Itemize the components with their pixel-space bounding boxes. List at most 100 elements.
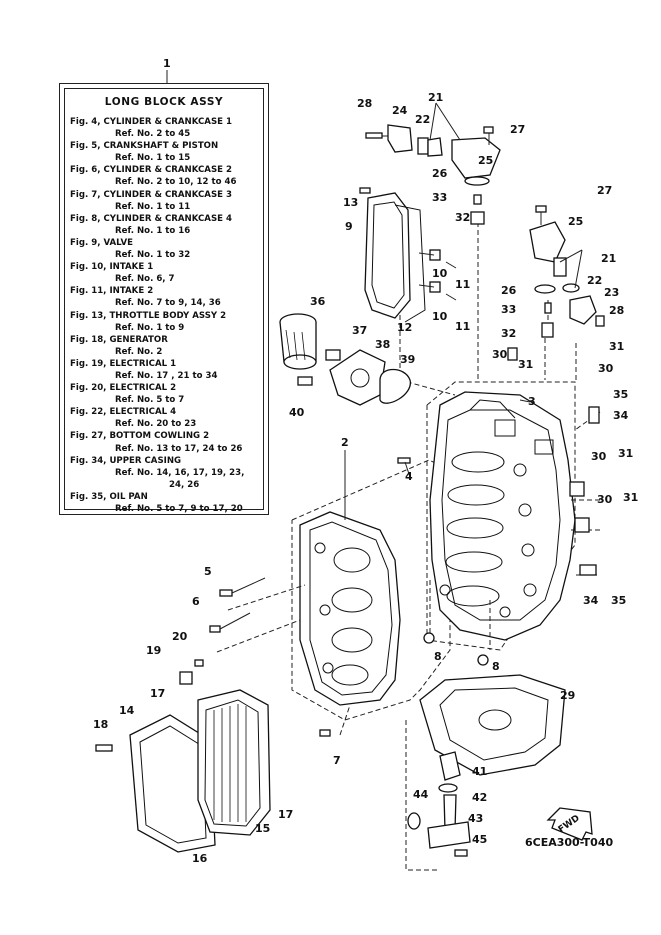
callout-number: 17 [150, 687, 165, 700]
callout-number: 20 [172, 630, 188, 643]
callout-number: 34 [583, 594, 599, 607]
callout-number: 8 [434, 650, 442, 663]
legend-fig: Fig. 10, INTAKE 1 [70, 262, 154, 273]
callout-number: 16 [192, 852, 208, 865]
callout-number: 32 [501, 327, 516, 340]
callout-number: 24 [392, 104, 408, 117]
callout-number: 27 [510, 123, 525, 136]
legend-ref: Ref. No. 1 to 16 [115, 225, 191, 236]
callout-number: 17 [278, 808, 293, 821]
callout-number: 34 [613, 409, 629, 422]
water-jacket-cover [95, 659, 271, 853]
legend-ref: Ref. No. 1 to 32 [115, 250, 191, 261]
callout-number: 6 [192, 595, 200, 608]
callout-number: 25 [568, 215, 583, 228]
callout-number: 45 [472, 833, 487, 846]
callout-number: 35 [613, 388, 628, 401]
legend-ref: Ref. No. 2 [115, 346, 163, 357]
callout-number: 10 [432, 267, 448, 280]
legend-ref: Ref. No. 20 to 23 [115, 419, 197, 430]
callout-number: 31 [518, 358, 533, 371]
callout-number: 26 [501, 284, 517, 297]
callout-number: 26 [432, 167, 448, 180]
callout-number: 25 [478, 154, 493, 167]
legend-entry: Fig. 35, OIL PAN Ref. No. 5 to 7, 9 to 17… [70, 491, 260, 515]
crankcase-body [429, 391, 576, 641]
intake-cover [359, 187, 457, 323]
legend-inner-frame: LONG BLOCK ASSY Fig. 4, CYLINDER & CRANK… [64, 88, 264, 514]
callout-number: 14 [119, 704, 135, 717]
callout-number: 29 [560, 689, 575, 702]
callout-number: 37 [352, 324, 367, 337]
callout-number: 21 [601, 252, 616, 265]
callout-number: 11 [455, 278, 470, 291]
callout-number: 18 [93, 718, 108, 731]
drawing-code: 6CEA300-T040 [525, 836, 613, 849]
legend-ref: Ref. No. 5 to 7 [115, 395, 185, 406]
callout-number: 11 [455, 320, 470, 333]
callout-number: 42 [472, 791, 487, 804]
callout-number: 31 [623, 491, 638, 504]
callout-number: 28 [357, 97, 372, 110]
crankcase-frame [426, 381, 576, 651]
callout-number: 4 [405, 470, 413, 483]
callout-number: 28 [609, 304, 624, 317]
legend-ref: Ref. No. 6, 7 [115, 274, 175, 285]
callout-number: 30 [598, 362, 614, 375]
thermostat-assembly-upper [365, 124, 501, 225]
callout-number: 35 [611, 594, 626, 607]
callout-number: 41 [472, 765, 487, 778]
callout-number: 15 [255, 822, 270, 835]
callout-number: 5 [204, 565, 212, 578]
callout-legend-ref: 1 [163, 57, 171, 70]
legend-box: LONG BLOCK ASSY Fig. 4, CYLINDER & CRANK… [59, 83, 269, 515]
legend-fig: Fig. 20, ELECTRICAL 2 [70, 383, 177, 394]
legend-fig: Fig. 9, VALVE [70, 237, 133, 248]
legend-ref: Ref. No. 13 to 17, 24 to 26 [115, 443, 243, 454]
callout-numbers: 2345678891010111112131415161717181920212… [93, 91, 638, 865]
callout-number: 30 [591, 450, 607, 463]
legend-ref: Ref. No. 1 to 15 [115, 153, 191, 164]
callout-number: 10 [432, 310, 448, 323]
legend-entry: Fig. 9, VALVE Ref. No. 1 to 32 [70, 237, 260, 261]
callout-number: 32 [455, 211, 470, 224]
callout-number: 9 [345, 220, 353, 233]
legend-ref: Ref. No. 17 , 21 to 34 [115, 370, 218, 381]
cylinder-block [299, 511, 401, 706]
legend-ref: Ref. No. 7 to 9, 14, 36 [115, 298, 221, 309]
legend-ref: Ref. No. 2 to 10, 12 to 46 [115, 177, 237, 188]
callout-number: 30 [597, 493, 613, 506]
callout-number: 38 [375, 338, 390, 351]
callout-number: 30 [492, 348, 508, 361]
callout-number: 3 [528, 395, 536, 408]
callout-number: 7 [333, 754, 341, 767]
legend-fig: Fig. 35, OIL PAN [70, 491, 148, 502]
callout-number: 22 [415, 113, 430, 126]
cylinder-block-frame [291, 459, 451, 721]
legend-fig: Fig. 22, ELECTRICAL 4 [70, 407, 177, 418]
callout-number: 8 [492, 660, 500, 673]
callout-number: 33 [432, 191, 447, 204]
legend-title: LONG BLOCK ASSY [104, 96, 224, 108]
callout-number: 44 [413, 788, 429, 801]
legend-ref: Ref. No. 5 to 7, 9 to 17, 20 [115, 504, 243, 514]
callout-number: 21 [428, 91, 443, 104]
callout-number: 23 [604, 286, 619, 299]
callout-number: 36 [310, 295, 326, 308]
legend-fig: Fig. 5, CRANKSHAFT & PISTON [70, 141, 219, 152]
legend-fig: Fig. 34, UPPER CASING [70, 455, 182, 466]
callout-number: 22 [587, 274, 602, 287]
callout-number: 19 [146, 644, 161, 657]
oil-filter [279, 313, 317, 370]
oil-filter-bracket [297, 349, 411, 406]
